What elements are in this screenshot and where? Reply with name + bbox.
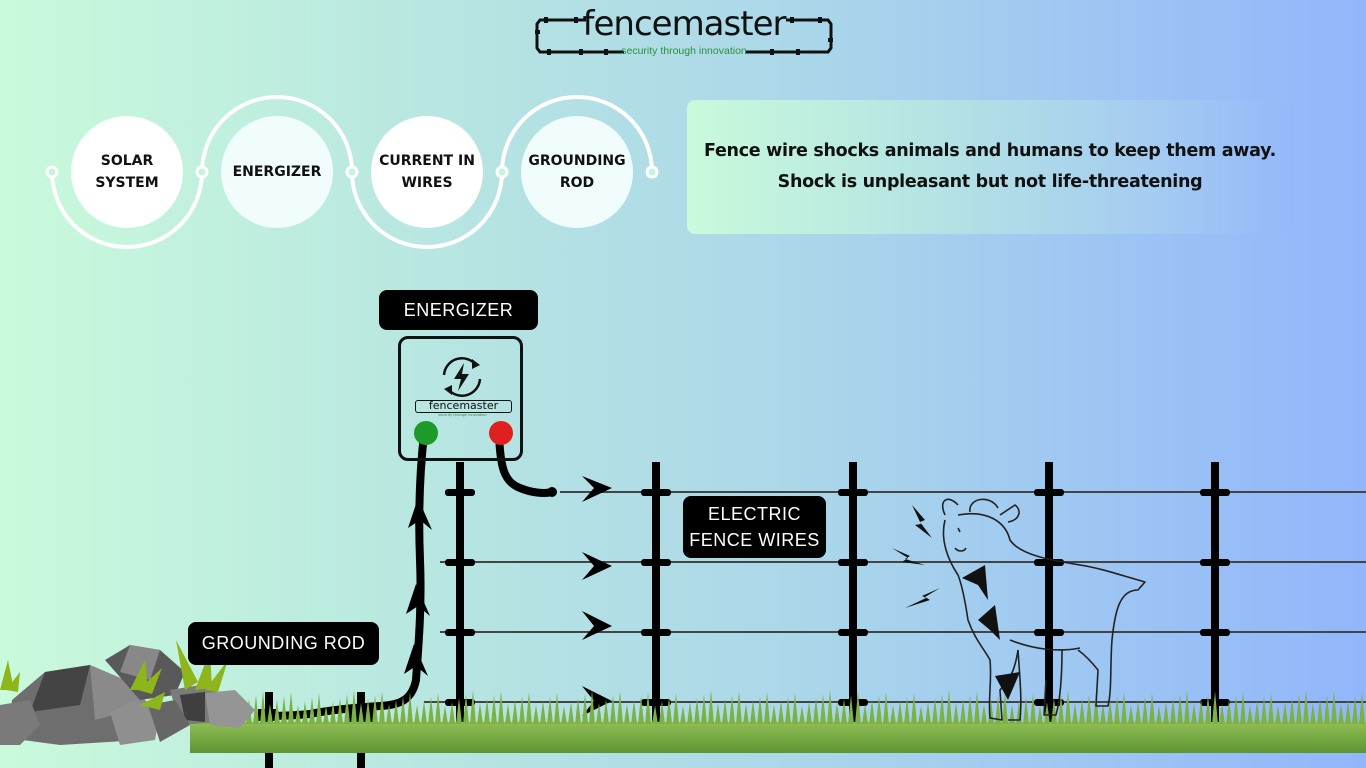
step-grounding-rod: GROUNDING ROD xyxy=(521,116,633,228)
arrow-down-icon xyxy=(995,672,1020,700)
info-line-2: Shock is unpleasant but not life-threate… xyxy=(777,172,1203,192)
step-label: GROUNDING ROD xyxy=(528,153,626,191)
connector-node xyxy=(345,165,359,179)
arrow-icon xyxy=(582,476,612,502)
goat xyxy=(941,498,1146,721)
ground-cable-arrows xyxy=(404,498,432,676)
connector-node xyxy=(45,165,59,179)
fence-post xyxy=(1034,462,1064,730)
current-arrows xyxy=(582,476,612,716)
step-label: SOLAR SYSTEM xyxy=(95,153,159,191)
step-label: ENERGIZER xyxy=(232,164,322,180)
lightning-cycle-icon xyxy=(442,357,482,397)
electric-fence-wires-label: ELECTRIC FENCE WIRES xyxy=(683,496,826,558)
fence-wires xyxy=(424,491,1366,703)
fence-label-line-2: FENCE WIRES xyxy=(689,530,820,550)
device-tagline: security through innovation xyxy=(438,413,487,417)
arrow-icon xyxy=(582,611,612,640)
energizer-device: fencemaster security through innovation xyxy=(398,336,523,461)
lightning-icon xyxy=(912,505,932,538)
fence-post xyxy=(1200,462,1230,730)
arrow-icon xyxy=(582,552,612,580)
logo: fencemaster security through innovation xyxy=(534,4,834,60)
ground-terminal xyxy=(414,421,438,445)
fence-post xyxy=(641,462,671,730)
logo-brand: fencemaster xyxy=(582,4,787,44)
step-label: CURRENT IN WIRES xyxy=(379,153,475,191)
live-cable xyxy=(495,428,556,497)
grounding-rod-label: GROUNDING ROD xyxy=(188,622,379,665)
lightning-icon xyxy=(892,548,925,565)
info-box: Fence wire shocks animals and humans to … xyxy=(687,100,1293,234)
grass xyxy=(190,690,1366,753)
arrow-icon xyxy=(582,686,612,716)
fence-label-line-1: ELECTRIC xyxy=(707,504,801,524)
steps-connector xyxy=(45,95,659,249)
lightning-icon xyxy=(905,588,940,608)
energizer-label: ENERGIZER xyxy=(379,290,538,330)
device-brand: fencemaster xyxy=(415,400,512,413)
arrow-down-icon xyxy=(978,605,1000,640)
step-solar-system: SOLAR SYSTEM xyxy=(71,116,183,228)
step-energizer: ENERGIZER xyxy=(221,116,333,228)
connector-node xyxy=(495,165,509,179)
positive-terminal xyxy=(489,421,513,445)
fence-post xyxy=(838,462,868,730)
arrow-down-icon xyxy=(962,565,988,600)
logo-tagline: security through innovation xyxy=(621,45,747,57)
shock-bolts xyxy=(892,505,1020,700)
fence-post xyxy=(445,462,475,730)
connector-node xyxy=(195,165,209,179)
rocks xyxy=(0,645,255,745)
info-line-1: Fence wire shocks animals and humans to … xyxy=(704,141,1276,161)
arrow-up-icon xyxy=(404,644,428,676)
fence-posts xyxy=(445,462,1230,730)
arrow-up-icon xyxy=(408,498,432,530)
step-current-in-wires: CURRENT IN WIRES xyxy=(371,116,483,228)
arrow-up-icon xyxy=(406,584,430,616)
connector-node xyxy=(645,165,659,179)
logo-wire-frame xyxy=(535,17,833,55)
ground-cable xyxy=(258,430,428,720)
